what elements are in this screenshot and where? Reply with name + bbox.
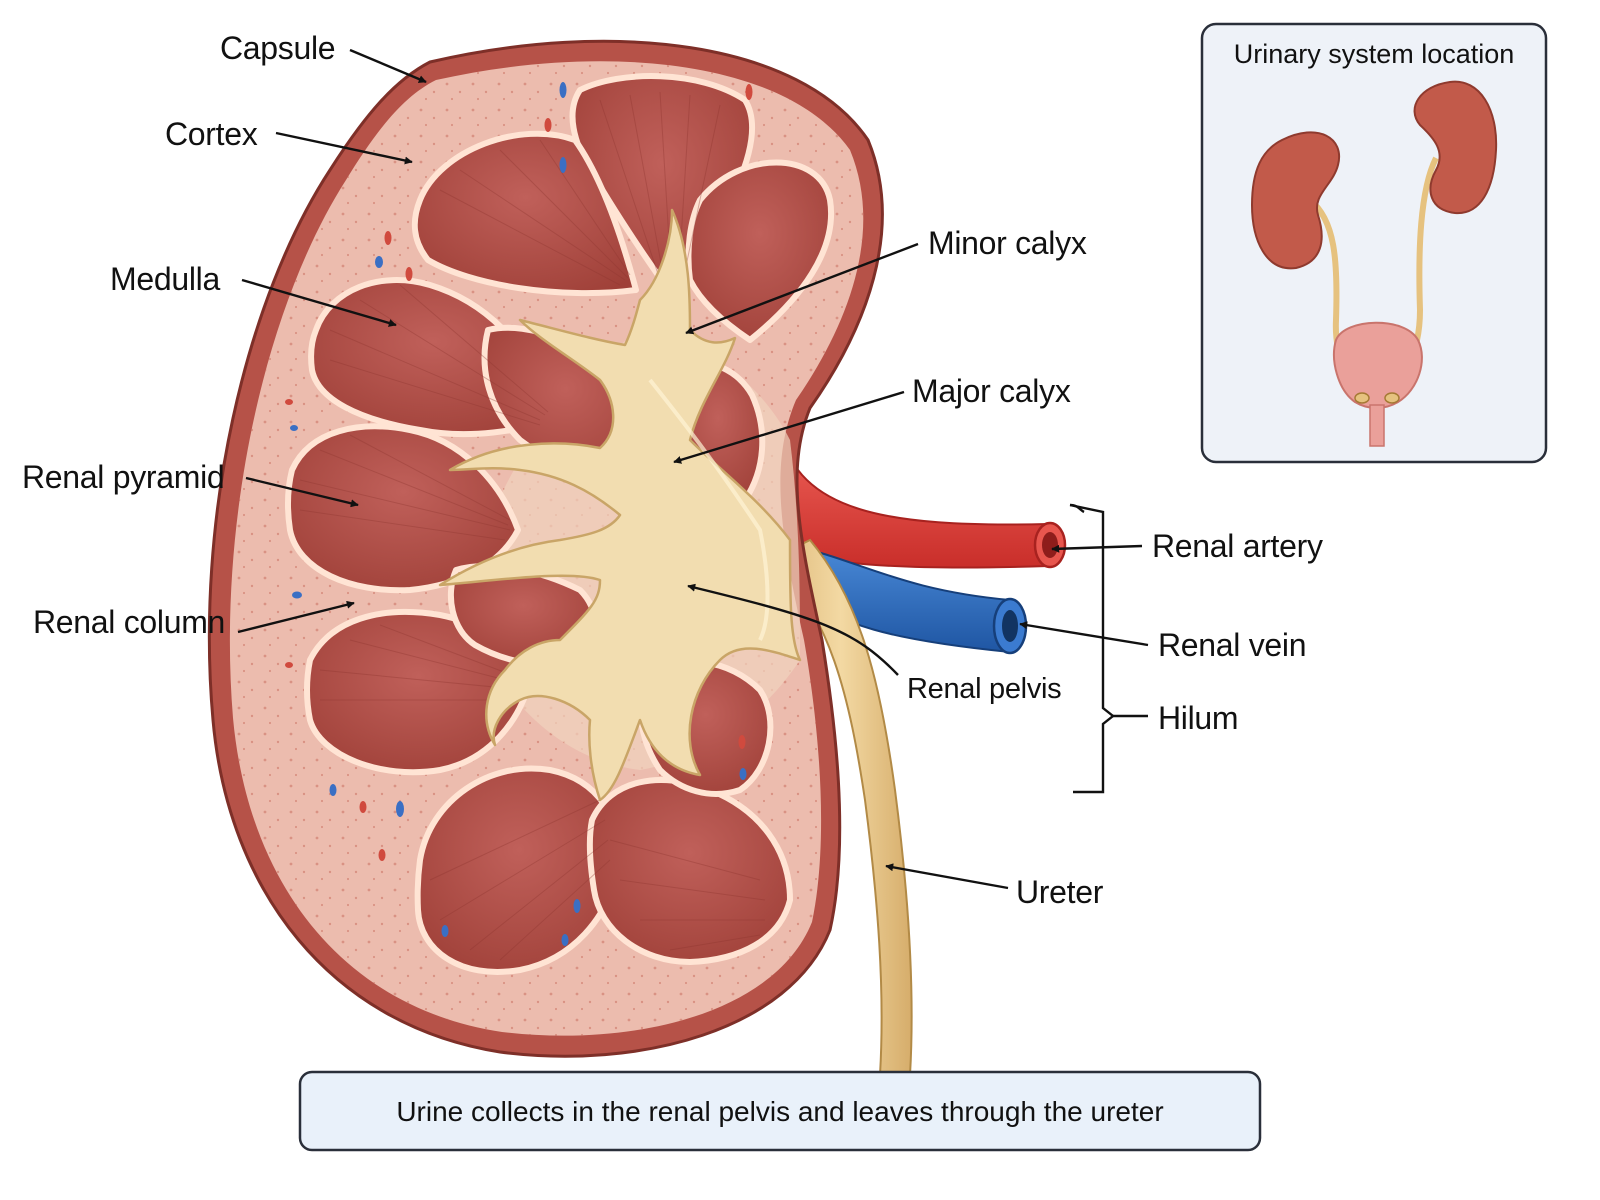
leader-renal-pelvis	[687, 583, 899, 676]
label-renal-pelvis: Renal pelvis	[907, 673, 1061, 705]
pyramids	[284, 73, 835, 975]
leader-renal-artery	[1051, 544, 1143, 553]
label-renal-artery: Renal artery	[1152, 528, 1323, 564]
leader-minor-calyx	[685, 242, 919, 335]
kidney-section	[207, 39, 884, 1058]
leader-medulla	[241, 278, 397, 327]
inset-urethra	[1369, 404, 1385, 447]
inset-bladder	[1333, 321, 1423, 409]
leader-renal-column	[237, 600, 355, 634]
inset-title: Urinary system location	[1234, 39, 1515, 69]
pyramid-top-right	[685, 159, 835, 343]
leader-renal-vein	[1019, 621, 1149, 647]
pyramid-top-left	[411, 130, 639, 297]
cortex-vessels	[285, 82, 753, 946]
pyramid-lower-left	[304, 609, 533, 776]
leader-renal-pyramid	[245, 476, 359, 508]
caption-box: Urine collects in the renal pelvis and l…	[298, 1070, 1262, 1152]
label-renal-pyramid: Renal pyramid	[22, 459, 224, 495]
leader-ureter	[885, 863, 1009, 890]
inset-left-kidney	[1250, 131, 1341, 270]
label-medulla: Medulla	[110, 261, 220, 297]
inset-right-kidney	[1413, 80, 1498, 215]
inset-panel: Urinary system location	[1200, 22, 1548, 464]
leader-capsule	[349, 48, 427, 84]
caption-text: Urine collects in the renal pelvis and l…	[396, 1096, 1163, 1127]
leader-major-calyx	[673, 390, 905, 464]
caption-frame	[298, 1070, 1262, 1152]
label-minor-calyx: Minor calyx	[928, 225, 1087, 261]
inset-bladder-orifice-right	[1384, 392, 1400, 404]
label-major-calyx: Major calyx	[912, 373, 1071, 409]
label-renal-column: Renal column	[33, 604, 225, 640]
label-ureter: Ureter	[1016, 874, 1104, 910]
label-renal-vein: Renal vein	[1158, 627, 1306, 663]
renal-artery	[768, 431, 1067, 569]
leader-lines	[237, 48, 1149, 890]
labels: Capsule Cortex Medulla Renal pyramid Ren…	[22, 30, 1323, 910]
leader-cortex	[275, 131, 413, 165]
label-capsule: Capsule	[220, 30, 335, 66]
label-cortex: Cortex	[165, 116, 258, 152]
inset-bladder-orifice-left	[1354, 392, 1370, 404]
label-hilum: Hilum	[1158, 700, 1238, 736]
